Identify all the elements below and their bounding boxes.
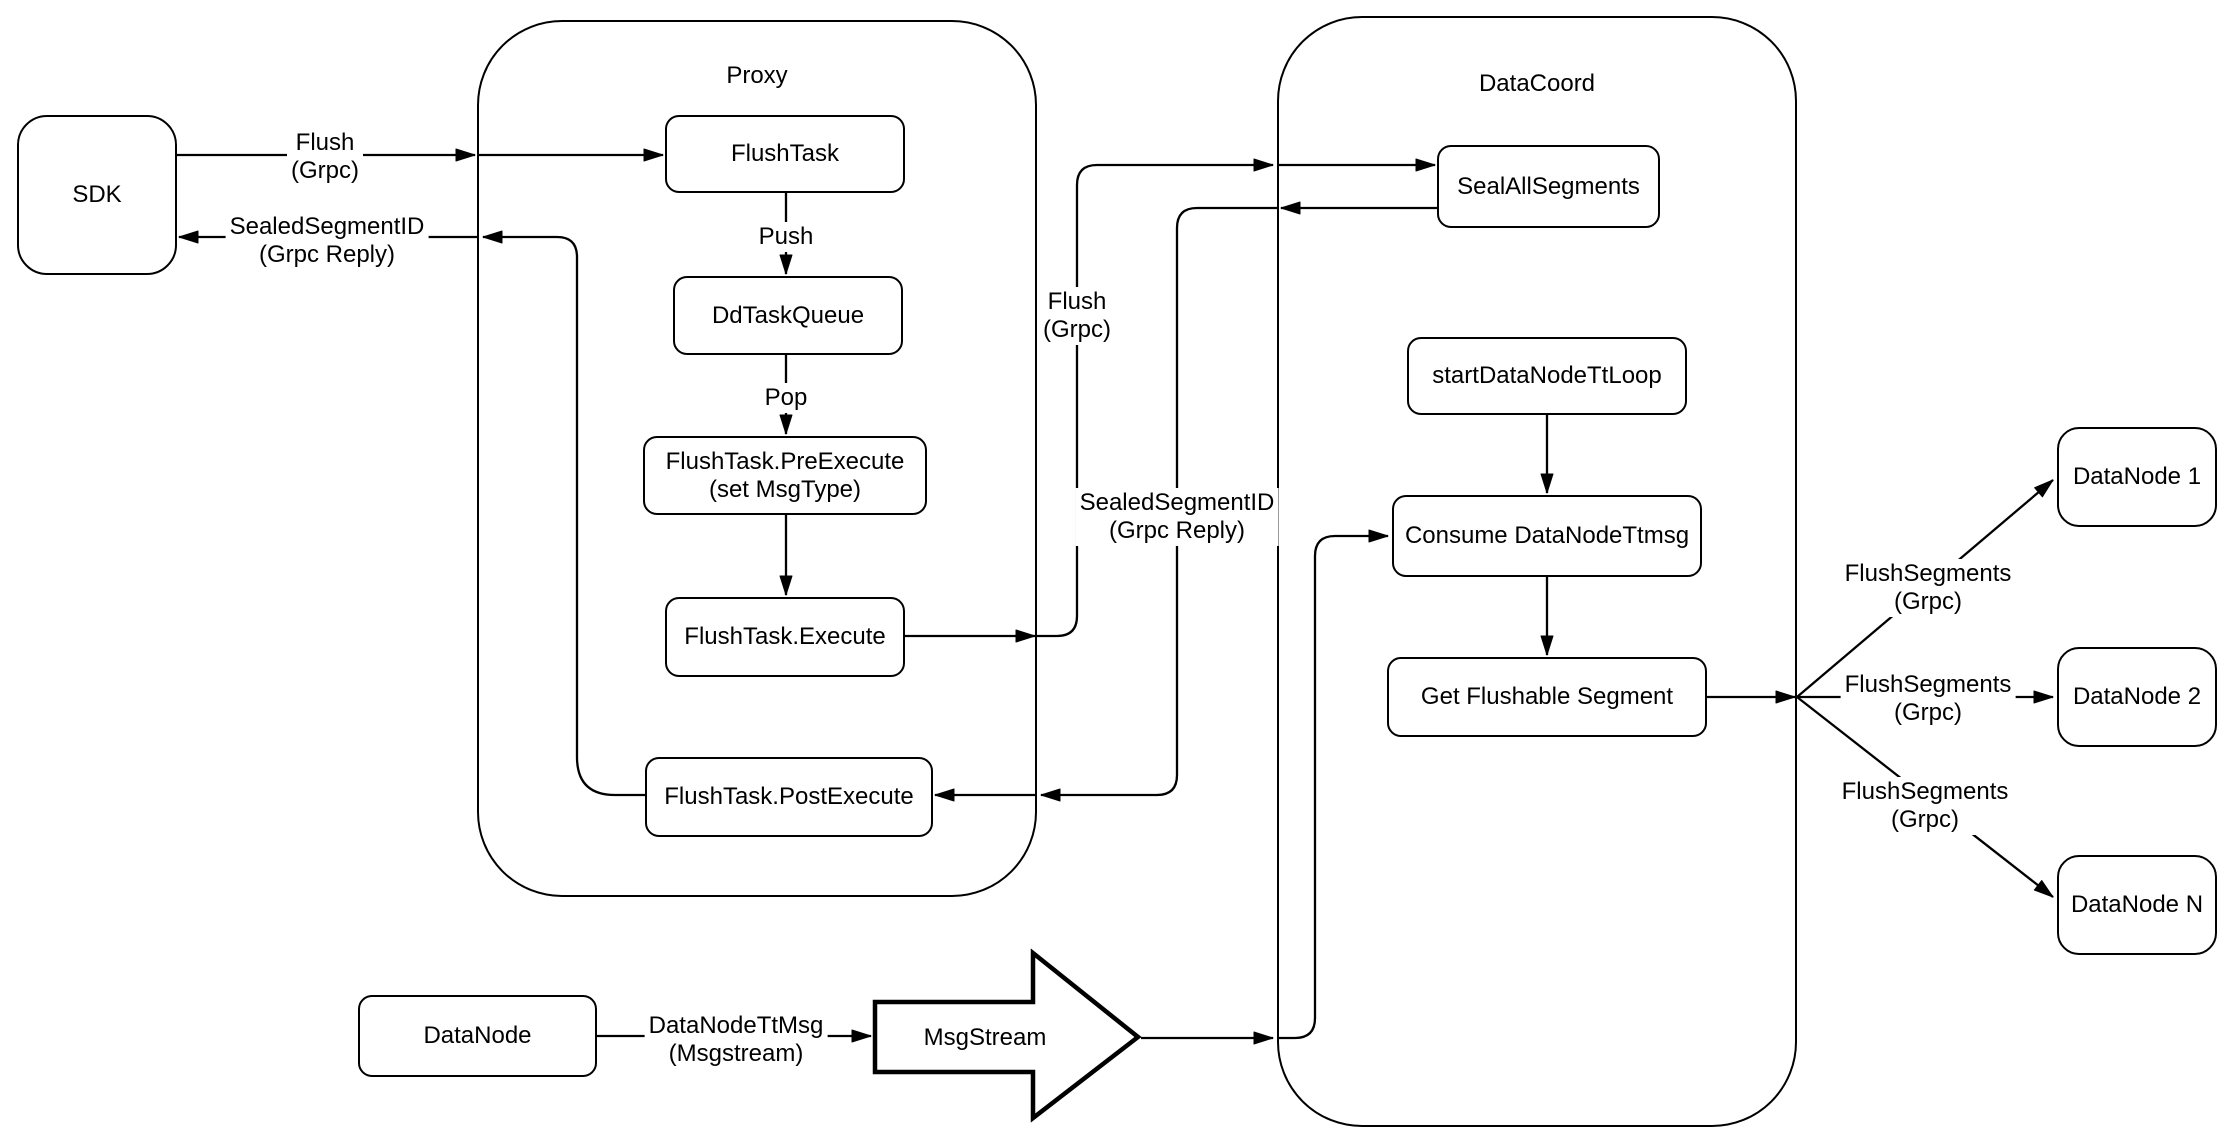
edge-label-push: Push	[754, 222, 818, 252]
node-datanode2-label: DataNode 2	[2072, 683, 2202, 710]
edge-label-datanodettmsg-line1: DataNodeTtMsg	[648, 1012, 824, 1039]
node-datanode1: DataNode 1	[2057, 427, 2217, 527]
node-getflushablesegment-label: Get Flushable Segment	[1420, 683, 1674, 710]
edge-label-flushsegments-2-line1: FlushSegments	[1844, 671, 2012, 698]
proxy-container	[477, 20, 1037, 897]
edge-label-flush-sdk-line2: (Grpc)	[291, 157, 359, 184]
edge-label-sealedsegmentid-sdk-line1: SealedSegmentID	[229, 213, 425, 240]
node-preexecute-label-line2: (set MsgType)	[708, 475, 862, 503]
node-datanode-bottom-label: DataNode	[423, 1022, 532, 1049]
edge-label-flushsegments-2-line2: (Grpc)	[1894, 699, 1962, 726]
edge-label-datanodettmsg-line2: (Msgstream)	[668, 1040, 804, 1067]
node-ddtaskqueue: DdTaskQueue	[673, 276, 903, 355]
node-flushtask: FlushTask	[665, 115, 905, 193]
node-postexecute-label: FlushTask.PostExecute	[664, 783, 914, 810]
node-execute: FlushTask.Execute	[665, 597, 905, 677]
edge-label-flush-sdk: Flush (Grpc)	[287, 128, 363, 186]
edge-label-pop: Pop	[760, 383, 812, 413]
msgstream-label: MsgStream	[923, 1024, 1047, 1051]
edge-label-sealedsegmentid-sdk: SealedSegmentID (Grpc Reply)	[225, 212, 429, 270]
node-preexecute-label-line1: FlushTask.PreExecute	[665, 447, 905, 475]
node-datanode-bottom: DataNode	[358, 995, 597, 1077]
node-flushtask-label: FlushTask	[730, 140, 840, 167]
node-sealallsegments: SealAllSegments	[1437, 145, 1660, 228]
node-ddtaskqueue-label: DdTaskQueue	[711, 301, 865, 329]
edge-label-flushsegments-1: FlushSegments (Grpc)	[1840, 559, 2016, 617]
node-sdk: SDK	[17, 115, 177, 275]
edge-postexecute-to-proxy-edge	[482, 230, 645, 797]
datacoord-title: DataCoord	[1478, 70, 1596, 97]
node-execute-label: FlushTask.Execute	[684, 623, 886, 650]
node-datanode1-label: DataNode 1	[2072, 463, 2202, 490]
node-consumedatanodettmsg: Consume DataNodeTtmsg	[1392, 495, 1702, 577]
node-consumedatanodettmsg-label: Consume DataNodeTtmsg	[1404, 522, 1690, 549]
node-startdatanodettloop-label: startDataNodeTtLoop	[1432, 362, 1662, 389]
datacoord-container	[1277, 16, 1797, 1127]
proxy-title: Proxy	[726, 62, 788, 89]
node-getflushablesegment: Get Flushable Segment	[1387, 657, 1707, 737]
node-sdk-label: SDK	[72, 181, 122, 208]
edge-label-flushsegments-n-line1: FlushSegments	[1841, 778, 2009, 805]
edge-label-sealedsegmentid-datacoord-line1: SealedSegmentID	[1079, 489, 1275, 516]
edge-label-flushsegments-1-line1: FlushSegments	[1844, 560, 2012, 587]
edge-datacoord-edge-to-consume	[1277, 529, 1389, 1040]
node-postexecute: FlushTask.PostExecute	[645, 757, 933, 837]
edge-label-flushsegments-n-line2: (Grpc)	[1891, 806, 1959, 833]
edge-label-flush-datacoord-line2: (Grpc)	[1043, 316, 1111, 343]
edge-label-flush-sdk-line1: Flush	[295, 129, 355, 156]
edge-label-flush-datacoord: Flush (Grpc)	[1039, 287, 1115, 345]
node-datanoden-label: DataNode N	[2070, 891, 2204, 918]
edge-label-sealedsegmentid-datacoord: SealedSegmentID (Grpc Reply)	[1075, 488, 1279, 546]
edge-label-flushsegments-2: FlushSegments (Grpc)	[1840, 670, 2016, 728]
edge-label-datanodettmsg: DataNodeTtMsg (Msgstream)	[644, 1011, 828, 1069]
node-datanode2: DataNode 2	[2057, 647, 2217, 747]
node-sealallsegments-label: SealAllSegments	[1457, 172, 1640, 200]
msgstream-arrow-shape	[872, 948, 1142, 1123]
edge-label-sealedsegmentid-datacoord-line2: (Grpc Reply)	[1108, 517, 1246, 544]
edge-label-sealedsegmentid-sdk-line2: (Grpc Reply)	[258, 241, 396, 268]
edge-label-flush-datacoord-line1: Flush	[1047, 288, 1107, 315]
edge-label-flushsegments-n: FlushSegments (Grpc)	[1837, 777, 2013, 835]
edge-proxy-edge-to-datacoord	[1037, 158, 1274, 638]
node-datanoden: DataNode N	[2057, 855, 2217, 955]
node-preexecute: FlushTask.PreExecute (set MsgType)	[643, 436, 927, 515]
node-startdatanodettloop: startDataNodeTtLoop	[1407, 337, 1687, 415]
edge-label-flushsegments-1-line2: (Grpc)	[1894, 588, 1962, 615]
